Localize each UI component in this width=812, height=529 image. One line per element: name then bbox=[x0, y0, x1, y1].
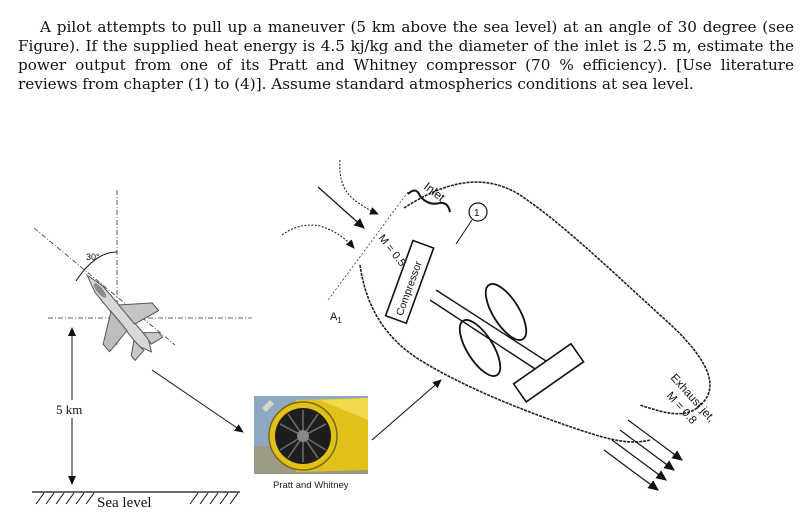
angle-label: 30° bbox=[86, 252, 100, 262]
area-label: A1 bbox=[330, 311, 342, 325]
aircraft-icon bbox=[85, 273, 164, 362]
sea-level-label: Sea level bbox=[97, 495, 152, 511]
turbine-plate bbox=[512, 342, 585, 404]
station-number: 1 bbox=[474, 208, 480, 219]
mach-inlet-label: M = 0.5 bbox=[376, 232, 408, 269]
altitude-diagram: 30° 5 km Sea le bbox=[32, 190, 252, 511]
combustor-upper bbox=[484, 283, 528, 341]
exhaust-arrows bbox=[603, 419, 683, 491]
photo-caption: Pratt and Whitney bbox=[273, 480, 349, 491]
problem-text: A pilot attempts to pull up a maneuver (… bbox=[18, 18, 794, 93]
problem-statement: A pilot attempts to pull up a maneuver (… bbox=[18, 18, 794, 94]
altitude-label: 5 km bbox=[56, 402, 82, 417]
engine-photo bbox=[254, 396, 368, 474]
station-marker bbox=[468, 202, 488, 222]
ground-hatch bbox=[35, 492, 239, 505]
combustor-lower bbox=[458, 319, 502, 377]
